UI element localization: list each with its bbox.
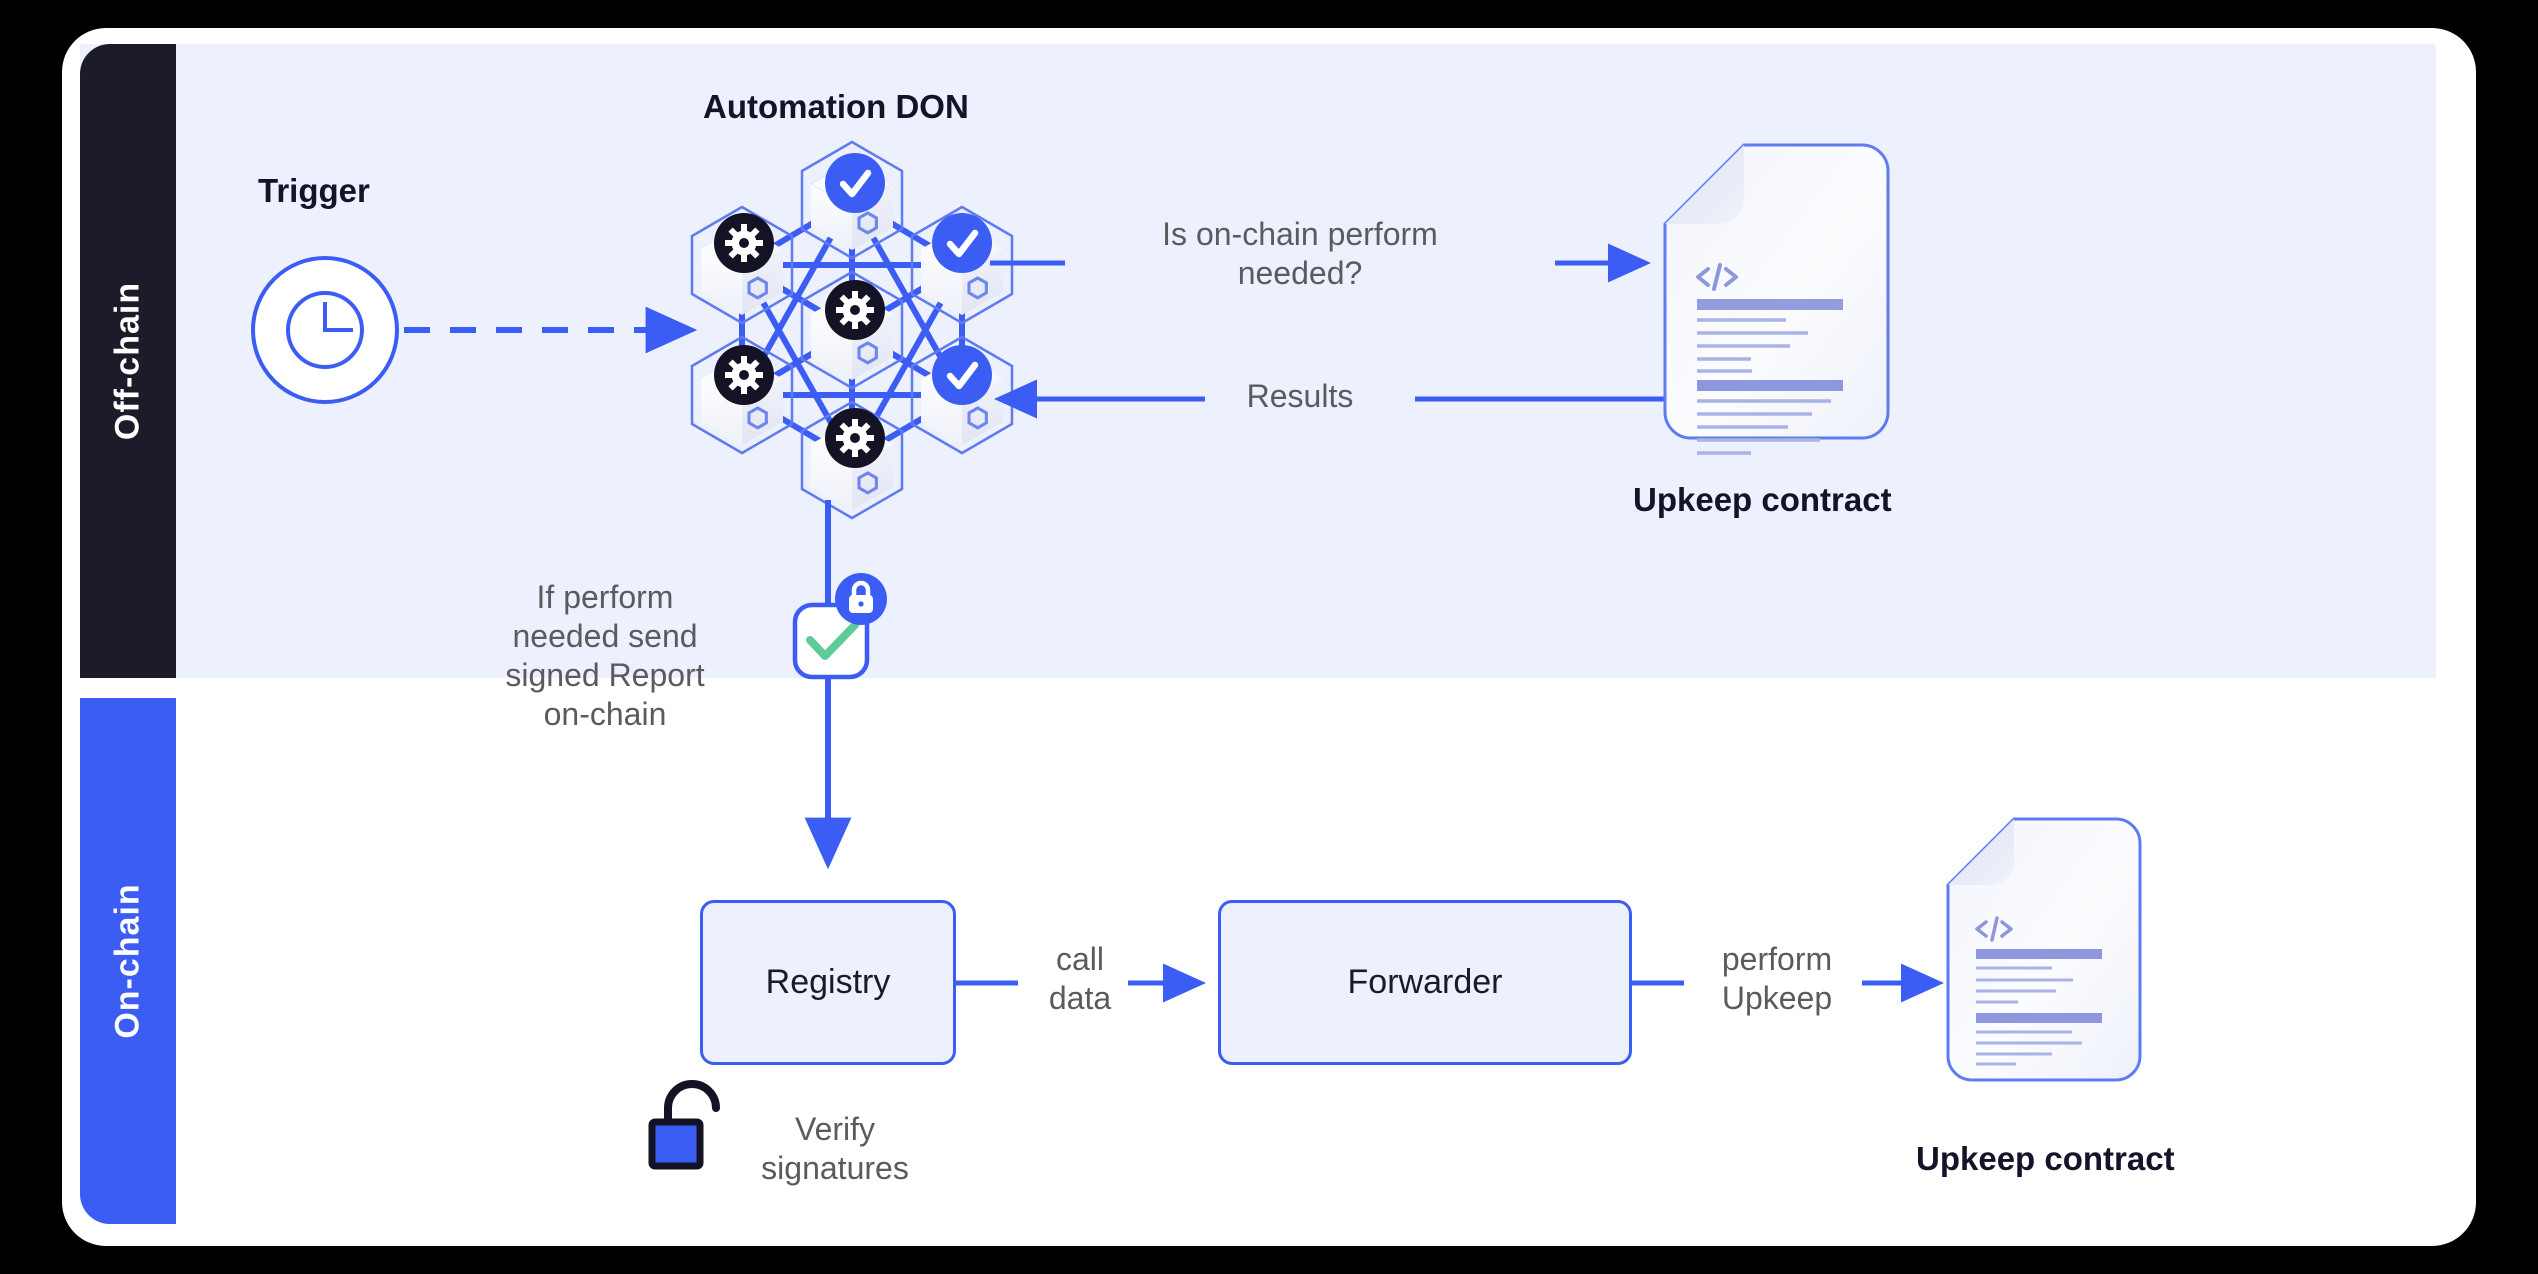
offchain-sidebar-label: Off-chain xyxy=(108,281,147,441)
results-label: Results xyxy=(1246,378,1354,414)
call-data-line1: call xyxy=(1055,941,1104,977)
question-label-line1: Is on-chain perform xyxy=(1162,216,1438,252)
verify-signatures-line2: signatures xyxy=(761,1150,909,1187)
onchain-sidebar: On-chain xyxy=(80,698,176,1224)
perform-upkeep-line1: perform xyxy=(1721,941,1833,977)
report-note-line3: signed Report xyxy=(505,657,705,694)
registry-box[interactable]: Registry xyxy=(700,900,956,1065)
don-heading: Automation DON xyxy=(703,88,969,125)
forwarder-label: Forwarder xyxy=(1347,963,1503,1001)
verify-signatures-line1: Verify xyxy=(794,1111,876,1147)
call-data-line2: data xyxy=(1048,980,1112,1017)
trigger-heading: Trigger xyxy=(258,172,370,209)
perform-upkeep-line2: Upkeep xyxy=(1721,980,1833,1017)
registry-label: Registry xyxy=(765,963,891,1001)
forwarder-box[interactable]: Forwarder xyxy=(1218,900,1632,1065)
upkeep-contract-label-offchain: Upkeep contract xyxy=(1633,481,1892,518)
report-note-line2: needed send xyxy=(512,618,698,655)
upkeep-contract-label-onchain: Upkeep contract xyxy=(1916,1140,2175,1177)
report-note-line1: If perform xyxy=(536,579,674,615)
offchain-sidebar: Off-chain xyxy=(80,44,176,678)
onchain-sidebar-label: On-chain xyxy=(108,883,147,1039)
report-note-line4: on-chain xyxy=(543,696,667,733)
question-label-line2: needed? xyxy=(1237,255,1363,292)
offchain-panel xyxy=(80,44,2436,678)
